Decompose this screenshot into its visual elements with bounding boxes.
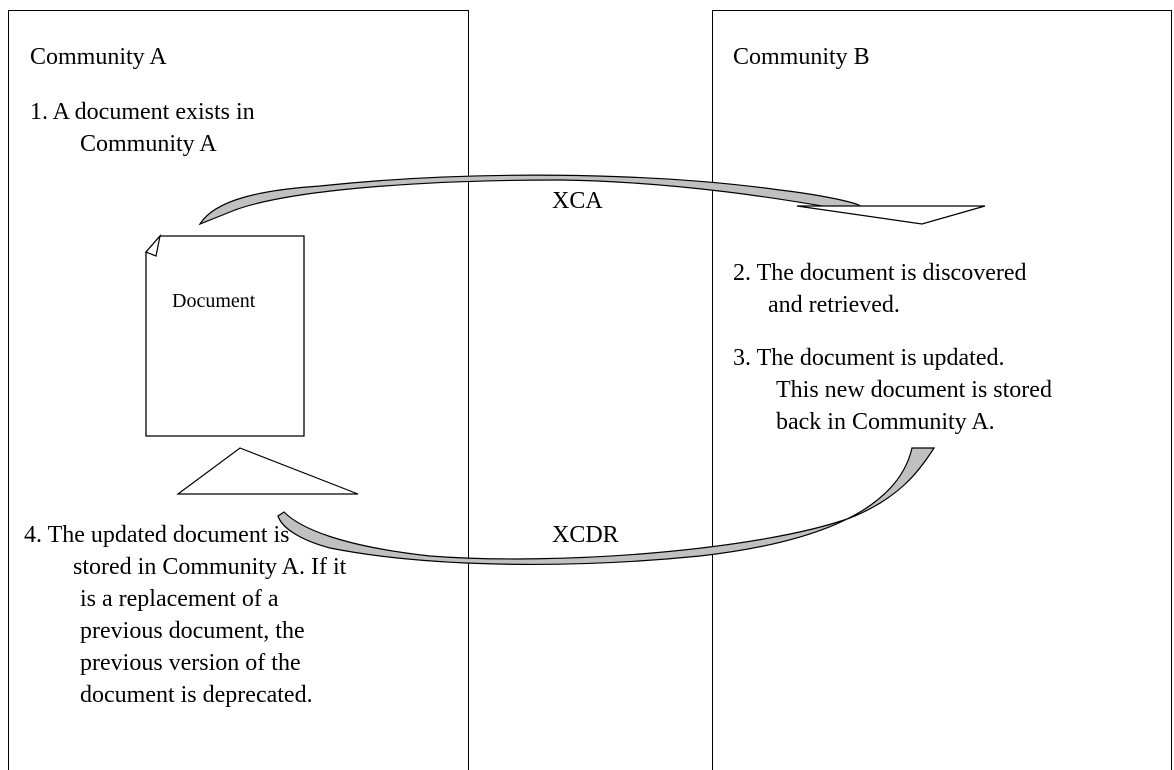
- step-1-line-2: Community A: [80, 131, 217, 157]
- xcdr-arrow: [176, 447, 936, 566]
- xca-arrow-body: [198, 174, 861, 226]
- step-1-line-1: 1. A document exists in: [30, 99, 255, 125]
- document-label: Document: [172, 290, 256, 312]
- community-a-title: Community A: [30, 44, 167, 70]
- xca-arrow-head: [796, 205, 986, 225]
- community-b-panel: [712, 10, 1172, 770]
- step-3-line-1: 3. The document is updated.: [733, 345, 1005, 371]
- xcdr-label: XCDR: [552, 522, 619, 548]
- xcdr-arrow-head: [176, 447, 359, 495]
- step-4-line-1: 4. The updated document is: [24, 522, 290, 548]
- community-a-panel: [8, 10, 469, 770]
- step-3-line-2: This new document is stored: [776, 377, 1052, 403]
- step-4-line-6: document is deprecated.: [80, 682, 313, 708]
- step-4-line-5: previous version of the: [80, 650, 301, 676]
- xca-label: XCA: [552, 188, 603, 214]
- xca-arrow: [198, 174, 986, 226]
- document-fold: [144, 233, 162, 257]
- step-4-line-3: is a replacement of a: [80, 586, 279, 612]
- step-3-line-3: back in Community A.: [776, 409, 995, 435]
- document-page: [145, 235, 305, 437]
- document-icon: [144, 233, 305, 437]
- community-b-title: Community B: [733, 44, 870, 70]
- step-2-line-1: 2. The document is discovered: [733, 260, 1027, 286]
- xcdr-arrow-body: [277, 447, 936, 566]
- step-4-line-2: stored in Community A. If it: [73, 554, 347, 580]
- step-4-line-4: previous document, the: [80, 618, 305, 644]
- step-2-line-2: and retrieved.: [768, 292, 900, 318]
